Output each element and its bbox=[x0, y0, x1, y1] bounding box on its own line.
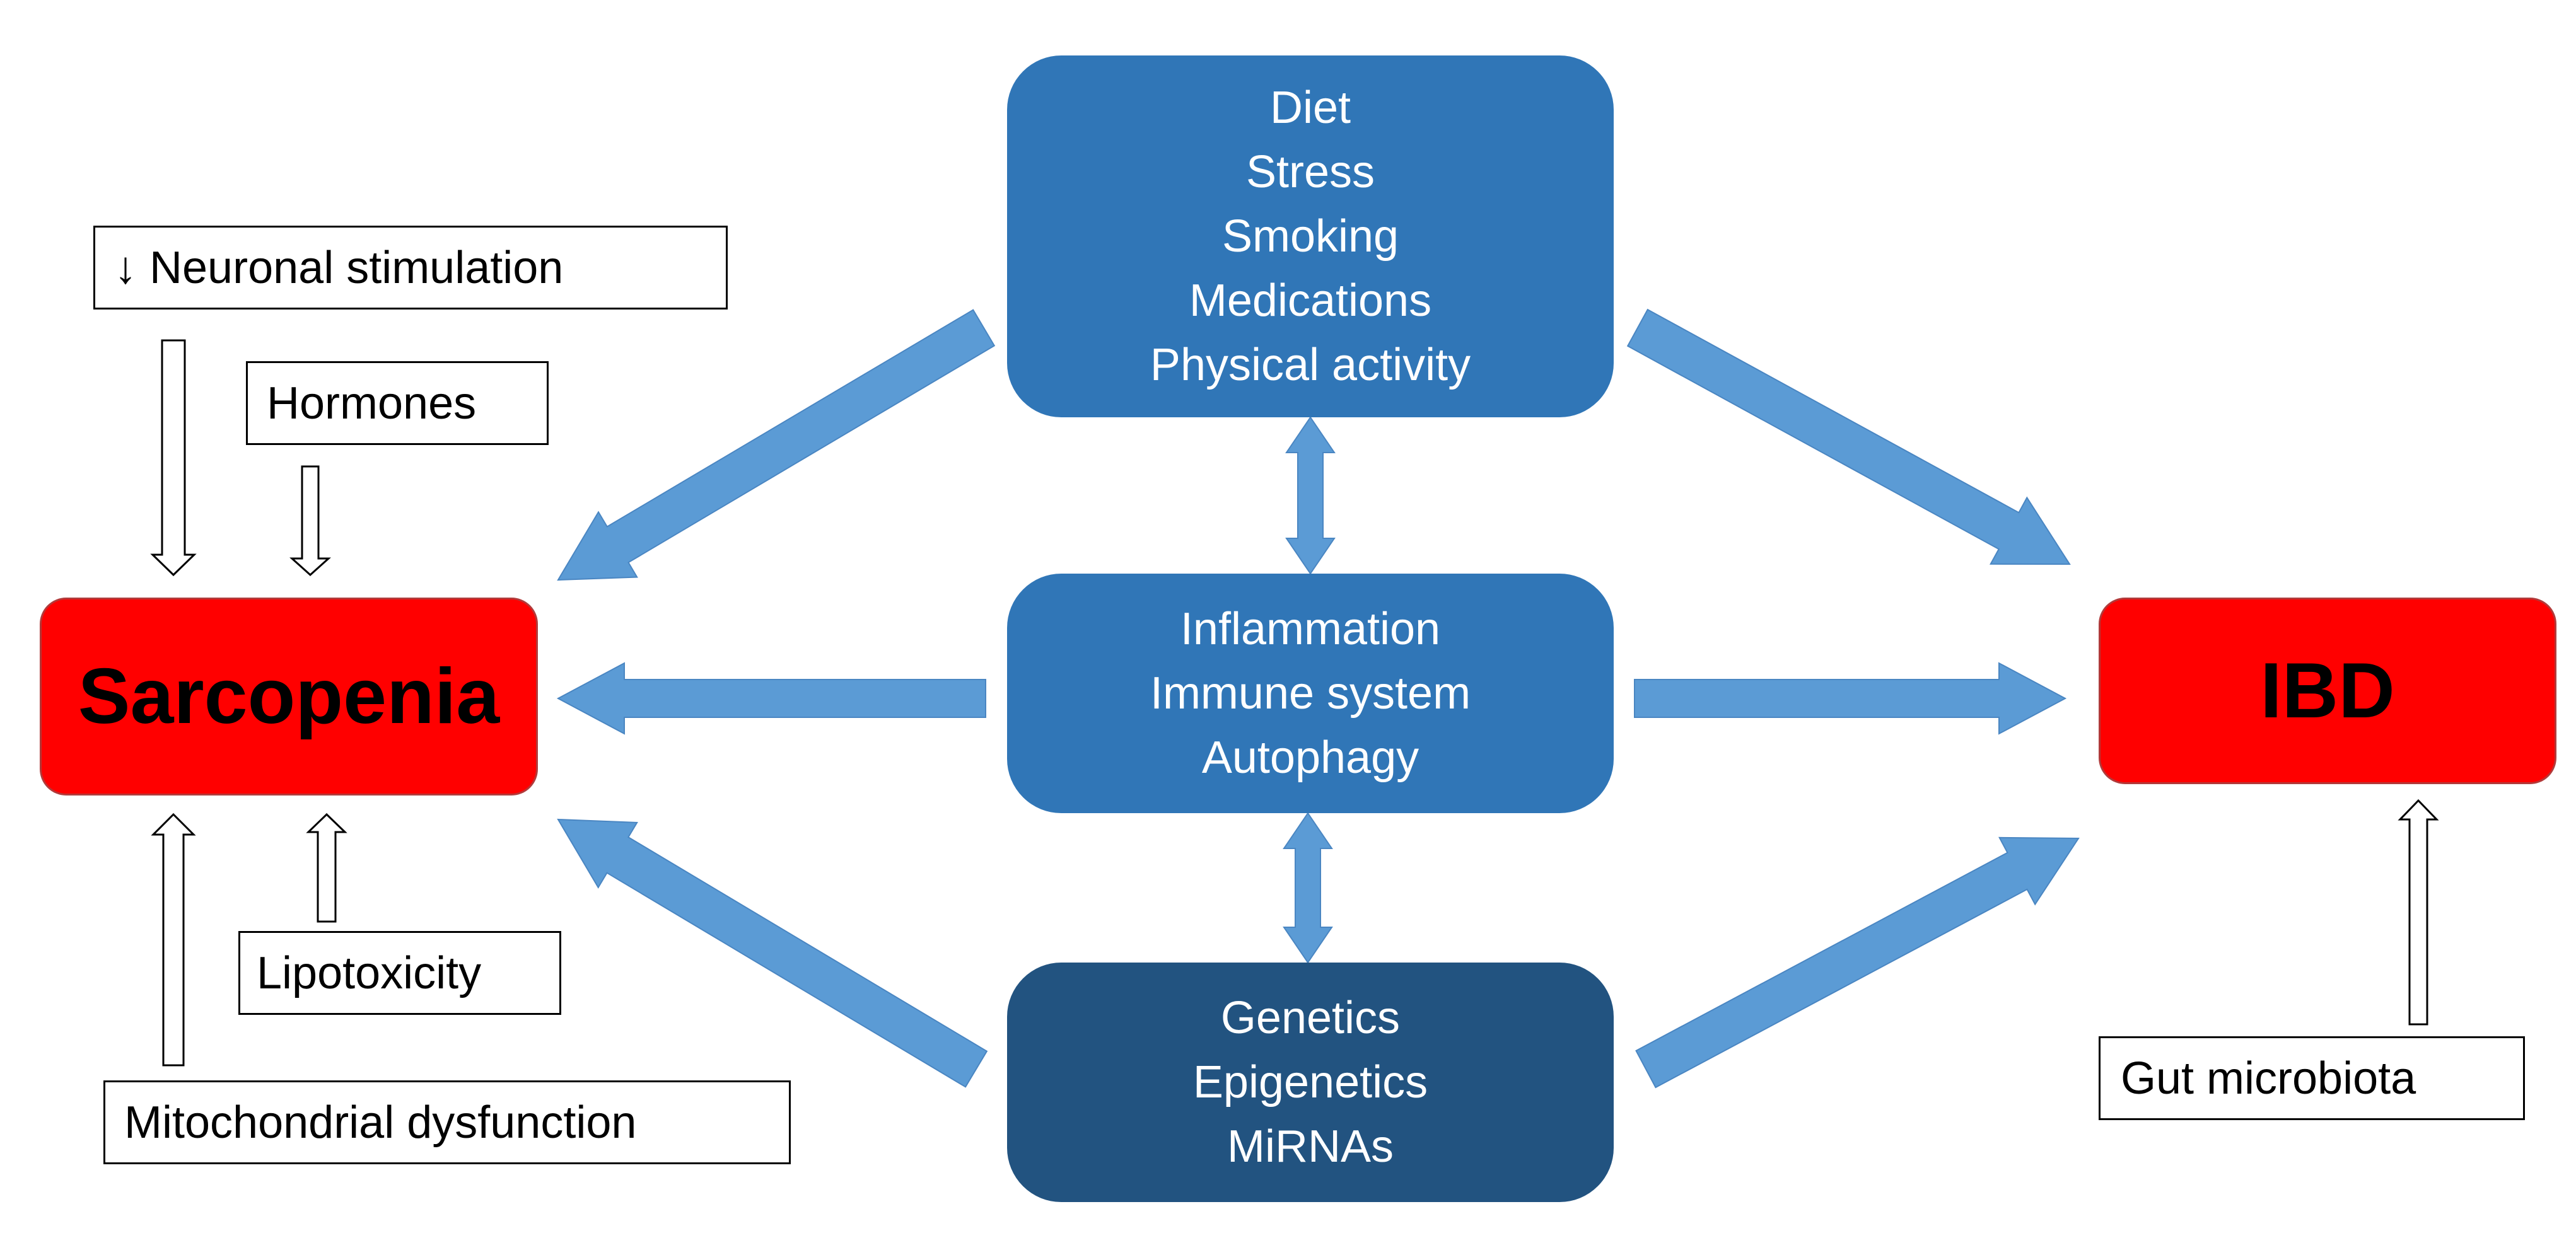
mechanism-inflammation: Inflammation bbox=[1180, 604, 1441, 654]
arrow-mitochondrial-up bbox=[151, 813, 196, 1067]
arrow-lifestyle-to-ibd bbox=[1626, 308, 2071, 565]
neuronal-stimulation-label: ↓ Neuronal stimulation bbox=[93, 226, 728, 310]
genetic-factor-epigenetics: Epigenetics bbox=[1192, 1057, 1428, 1108]
sarcopenia-label: Sarcopenia bbox=[78, 653, 500, 740]
arrow-mechanisms-to-ibd bbox=[1634, 662, 2067, 735]
arrow-genetics-to-sarcopenia bbox=[557, 818, 988, 1088]
arrow-neuronal-down bbox=[150, 339, 197, 577]
arrow-lipotoxicity-up bbox=[306, 813, 347, 923]
lifestyle-factor-smoking: Smoking bbox=[1221, 211, 1399, 262]
arrow-lifestyle-mechanisms-link bbox=[1285, 416, 1336, 575]
arrow-lifestyle-to-sarcopenia bbox=[557, 309, 996, 581]
gut-microbiota-label: Gut microbiota bbox=[2099, 1036, 2525, 1120]
arrow-genetics-to-ibd bbox=[1635, 836, 2080, 1089]
genetic-factors-box: Genetics Epigenetics MiRNAs bbox=[1007, 963, 1614, 1202]
genetic-factor-mirnas: MiRNAs bbox=[1227, 1121, 1394, 1172]
arrow-mechanisms-genetics-link bbox=[1283, 812, 1333, 964]
arrow-mechanisms-to-sarcopenia bbox=[556, 662, 986, 735]
genetic-factor-genetics: Genetics bbox=[1220, 993, 1401, 1043]
mechanism-immune-system: Immune system bbox=[1150, 668, 1471, 719]
ibd-box: IBD bbox=[2099, 598, 2556, 784]
lifestyle-factors-box: Diet Stress Smoking Medications Physical… bbox=[1007, 55, 1614, 417]
sarcopenia-box: Sarcopenia bbox=[40, 598, 538, 795]
mechanisms-box: Inflammation Immune system Autophagy bbox=[1007, 574, 1614, 813]
mechanism-autophagy: Autophagy bbox=[1201, 732, 1419, 783]
mitochondrial-dysfunction-label: Mitochondrial dysfunction bbox=[103, 1080, 791, 1164]
lifestyle-factor-diet: Diet bbox=[1269, 83, 1351, 133]
arrow-gut-microbiota-up bbox=[2398, 799, 2439, 1026]
lipotoxicity-label: Lipotoxicity bbox=[238, 931, 561, 1015]
lifestyle-factor-physical-activity: Physical activity bbox=[1150, 340, 1471, 390]
lifestyle-factor-stress: Stress bbox=[1245, 147, 1375, 197]
lifestyle-factor-medications: Medications bbox=[1189, 275, 1432, 326]
arrow-hormones-down bbox=[289, 465, 331, 577]
ibd-label: IBD bbox=[2260, 647, 2395, 734]
hormones-label: Hormones bbox=[246, 361, 549, 445]
